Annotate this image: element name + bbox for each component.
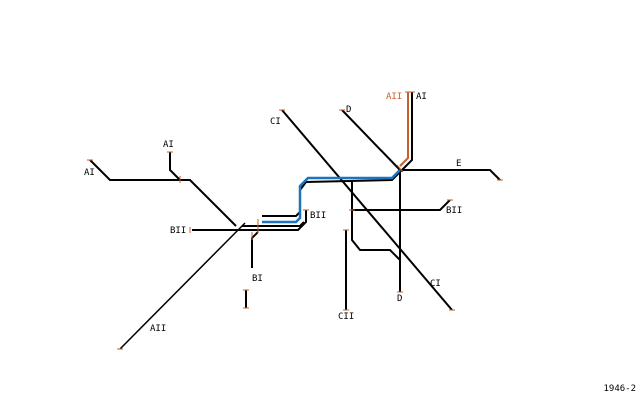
- label-ci-southeast: CI: [430, 279, 441, 289]
- route-aii-southwest: [119, 222, 246, 350]
- route-ai-north: [262, 92, 413, 217]
- label-ci-north: CI: [270, 117, 281, 127]
- label-bii-center: BII: [310, 211, 326, 221]
- label-cii-south: CII: [338, 312, 354, 322]
- route-lines: [89, 92, 501, 350]
- route-orange-aii: [399, 92, 409, 167]
- label-bi-south: BI: [252, 274, 263, 284]
- label-ai-north: AI: [416, 92, 427, 102]
- route-blue: [262, 169, 401, 224]
- label-ai-west-upper: AI: [163, 140, 174, 150]
- terminal-ticks: [87, 91, 503, 350]
- label-ai-west: AI: [84, 168, 95, 178]
- label-aii-north: AII: [386, 92, 402, 102]
- route-ai-west: [89, 159, 237, 227]
- label-e-east: E: [456, 159, 461, 169]
- label-d-north: D: [346, 105, 351, 115]
- year-label: 1946-2: [603, 384, 636, 394]
- route-bii-west: [192, 210, 307, 231]
- route-d-diagonal: [341, 109, 401, 171]
- label-d-south: D: [397, 294, 402, 304]
- tick: [396, 164, 404, 173]
- route-labels: AII AI D CI E AI AI BII BII BII BI AII C…: [84, 92, 462, 334]
- route-ai-spur: [169, 152, 181, 181]
- route-bi-south-upper: [251, 231, 259, 268]
- route-bii-double: [242, 221, 305, 227]
- route-bii-east: [352, 199, 451, 211]
- route-e-east: [398, 169, 501, 181]
- route-bii-center-branch: [351, 180, 401, 261]
- label-aii-southwest: AII: [150, 324, 166, 334]
- label-bii-west: BII: [170, 226, 186, 236]
- label-bii-east: BII: [446, 206, 462, 216]
